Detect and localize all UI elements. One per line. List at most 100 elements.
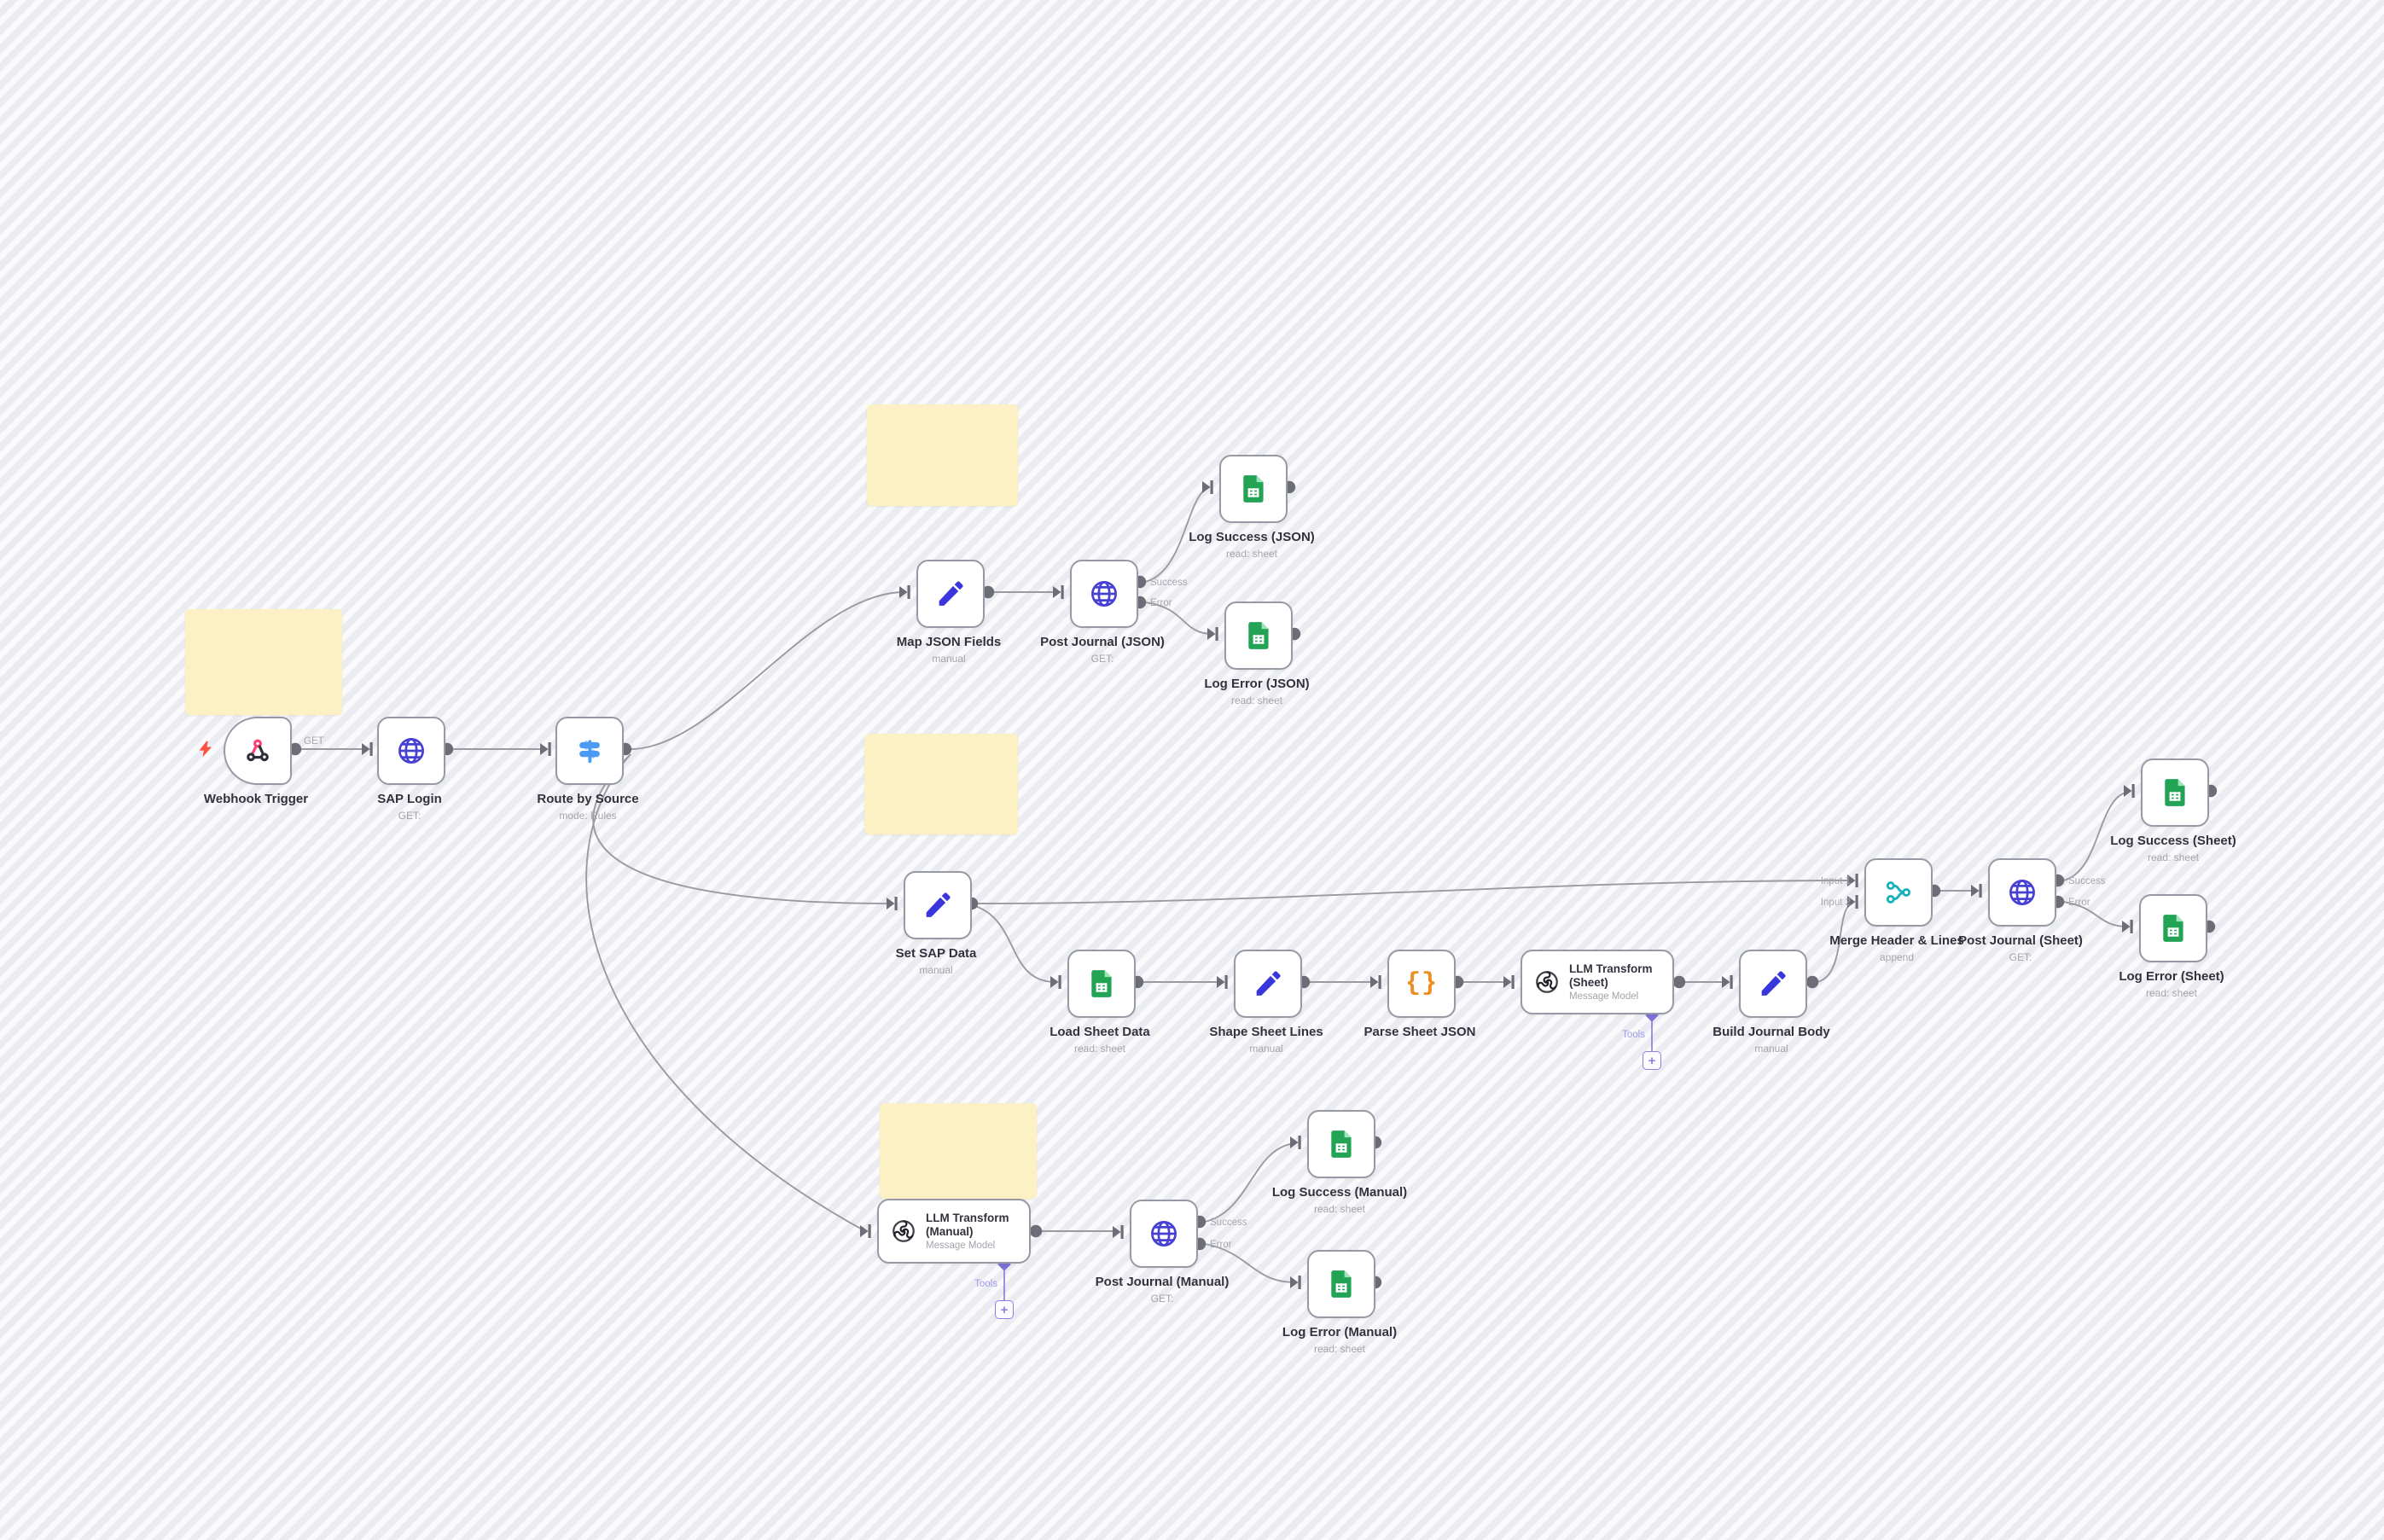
input-port bbox=[860, 1224, 871, 1238]
node-subtitle: GET: bbox=[1150, 1293, 1174, 1305]
connection-wire bbox=[2062, 901, 2128, 927]
openai-icon bbox=[889, 1215, 918, 1247]
node-subtitle: read: sheet bbox=[1073, 1043, 1126, 1055]
input-port bbox=[540, 742, 551, 756]
node-subtitle: GET: bbox=[398, 810, 422, 822]
sheets-icon bbox=[1325, 1128, 1358, 1160]
node-subtitle: mode: Rules bbox=[559, 810, 617, 822]
edge-label: Input 2 bbox=[1821, 898, 1851, 908]
node-title: Log Error (JSON) bbox=[1204, 677, 1310, 691]
node-title: LLM Transform (Manual) bbox=[926, 1211, 1009, 1238]
node-title: Shape Sheet Lines bbox=[1209, 1025, 1323, 1039]
edge-label: Error bbox=[1150, 598, 1172, 608]
node-log-error-manual[interactable] bbox=[1307, 1250, 1375, 1318]
connection-wire bbox=[2062, 791, 2130, 881]
sticky-note[interactable] bbox=[867, 404, 1018, 506]
input-port bbox=[362, 742, 373, 756]
output-port[interactable] bbox=[288, 742, 302, 756]
sheets-icon bbox=[1237, 473, 1270, 505]
edge-label: Input 1 bbox=[1821, 876, 1851, 886]
node-llm-transform-sheet[interactable]: LLM Transform (Sheet)Message Model bbox=[1521, 950, 1674, 1014]
node-llm-transform-manual[interactable]: LLM Transform (Manual) Message Model bbox=[877, 1199, 1031, 1264]
node-build-journal-body[interactable] bbox=[1739, 950, 1807, 1018]
edge-label: Tools bbox=[1622, 1030, 1645, 1040]
pencil-icon bbox=[934, 578, 967, 610]
sticky-note[interactable] bbox=[185, 609, 342, 715]
node-subtitle: manual bbox=[919, 964, 953, 976]
input-port bbox=[1053, 585, 1064, 599]
node-log-success-sheet[interactable] bbox=[2141, 758, 2209, 827]
node-title: Set SAP Data bbox=[895, 946, 977, 961]
node-set-sap-data[interactable] bbox=[904, 871, 972, 939]
node-title: Build Journal Body bbox=[1712, 1025, 1830, 1039]
webhook-icon bbox=[241, 735, 274, 767]
node-post-journal-manual[interactable] bbox=[1130, 1200, 1198, 1268]
node-subtitle: read: sheet bbox=[1230, 694, 1283, 706]
connection-wire bbox=[630, 591, 905, 750]
output-port[interactable] bbox=[1029, 1224, 1043, 1238]
node-route-by-source[interactable] bbox=[555, 717, 624, 785]
node-subtitle: read: sheet bbox=[1313, 1203, 1366, 1215]
node-subtitle: manual bbox=[932, 653, 966, 665]
node-title: Log Error (Manual) bbox=[1282, 1325, 1398, 1340]
node-title: Load Sheet Data bbox=[1050, 1025, 1150, 1039]
output-port[interactable] bbox=[981, 585, 995, 599]
node-post-journal-json[interactable] bbox=[1070, 560, 1138, 628]
input-port bbox=[1847, 874, 1858, 887]
edge-label: Tools bbox=[974, 1279, 997, 1289]
output-port[interactable] bbox=[1672, 975, 1686, 989]
node-subtitle: GET: bbox=[2009, 951, 2032, 963]
node-subtitle: read: sheet bbox=[1313, 1343, 1366, 1355]
node-title: Post Journal (Manual) bbox=[1095, 1275, 1230, 1289]
node-subtitle: manual bbox=[1754, 1043, 1788, 1055]
node-sap-login[interactable] bbox=[377, 717, 445, 785]
connection-wire bbox=[1144, 487, 1208, 583]
node-log-success-json[interactable] bbox=[1219, 455, 1288, 523]
connection-wire bbox=[974, 905, 1056, 983]
node-title: Log Error (Sheet) bbox=[2119, 969, 2224, 984]
node-subtitle: Message Model bbox=[1569, 991, 1639, 1002]
node-load-sheet-data[interactable] bbox=[1067, 950, 1136, 1018]
sticky-note[interactable] bbox=[880, 1103, 1037, 1199]
edge-label: Success bbox=[2068, 876, 2106, 886]
pencil-icon bbox=[1757, 968, 1789, 1000]
connection-wire bbox=[976, 880, 1853, 904]
node-post-journal-sheet[interactable] bbox=[1988, 858, 2056, 927]
node-title: Post Journal (Sheet) bbox=[1958, 933, 2083, 948]
connection-wire bbox=[592, 753, 893, 904]
input-port bbox=[1370, 975, 1381, 989]
node-subtitle: Message Model bbox=[926, 1241, 996, 1252]
add-tool-button[interactable]: + bbox=[1643, 1051, 1661, 1070]
edge-label: Error bbox=[2068, 898, 2090, 908]
node-shape-sheet-lines[interactable] bbox=[1234, 950, 1302, 1018]
node-parse-sheet-json[interactable]: {} bbox=[1387, 950, 1456, 1018]
node-title: Merge Header & Lines bbox=[1829, 933, 1964, 948]
node-title: Post Journal (JSON) bbox=[1040, 635, 1165, 649]
input-port bbox=[2124, 784, 2135, 798]
merge-icon bbox=[1882, 876, 1915, 909]
node-merge-header-lines[interactable] bbox=[1864, 858, 1933, 927]
sticky-note[interactable] bbox=[864, 734, 1018, 834]
output-port[interactable] bbox=[1805, 975, 1819, 989]
node-map-json-fields[interactable] bbox=[916, 560, 985, 628]
input-port bbox=[899, 585, 910, 599]
input-port bbox=[2122, 920, 2133, 933]
input-port bbox=[1202, 480, 1213, 494]
node-title: Log Success (Manual) bbox=[1271, 1185, 1408, 1200]
node-title: Map JSON Fields bbox=[896, 635, 1002, 649]
pencil-icon bbox=[1252, 968, 1284, 1000]
node-log-success-manual[interactable] bbox=[1307, 1110, 1375, 1178]
node-log-error-sheet[interactable] bbox=[2139, 894, 2207, 962]
globe-icon bbox=[395, 735, 427, 767]
node-webhook-trigger[interactable] bbox=[224, 717, 292, 785]
input-port bbox=[1290, 1136, 1301, 1149]
switch-icon bbox=[573, 735, 606, 767]
input-port bbox=[1722, 975, 1733, 989]
add-tool-button[interactable]: + bbox=[995, 1300, 1014, 1319]
node-title: Webhook Trigger bbox=[203, 792, 309, 806]
node-title: SAP Login bbox=[377, 792, 442, 806]
input-port bbox=[887, 897, 898, 910]
input-port bbox=[1847, 895, 1858, 909]
node-log-error-json[interactable] bbox=[1224, 601, 1293, 670]
